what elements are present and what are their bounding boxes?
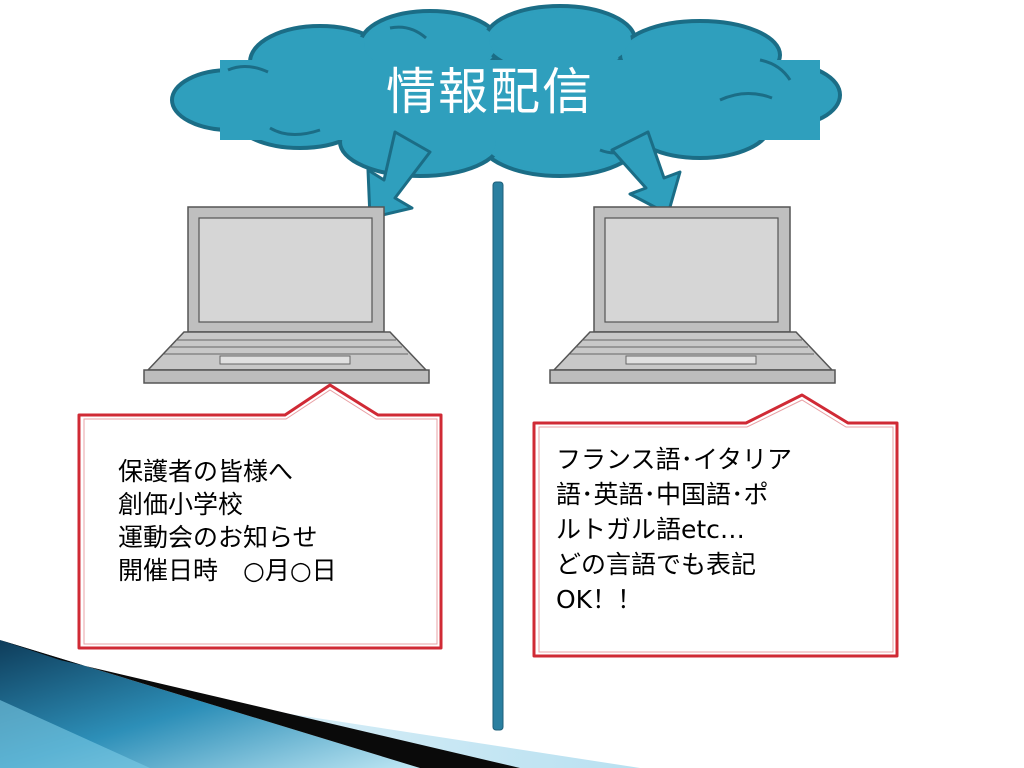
laptop-icon [143,206,430,384]
left-callout-line: 保護者の皆様へ [118,457,294,486]
cloud-icon [170,4,842,178]
left-callout-line: 運動会のお知らせ [118,523,318,552]
right-callout-line: ルトガル語etc… [556,515,745,544]
left-callout-box [77,383,443,650]
right-callout-line: OK！！ [556,585,643,614]
right-callout-text: フランス語･イタリア 語･英語･中国語･ポ ルトガル語etc… どの言語でも表記… [556,442,792,617]
right-callout-line: どの言語でも表記 [556,550,757,579]
laptop-icon [549,206,836,384]
corner-ribbon [0,640,640,768]
left-callout-text: 保護者の皆様へ 創価小学校 運動会のお知らせ 開催日時 ○月○日 [118,455,337,587]
title: 情報配信 [386,63,594,121]
center-divider [492,181,504,731]
right-callout-line: 語･英語･中国語･ポ [556,480,769,509]
left-callout-line: 創価小学校 [118,490,244,519]
right-callout-box [532,393,899,658]
left-callout-line: 開催日時 ○月○日 [118,556,337,585]
right-callout-line: フランス語･イタリア [556,445,793,474]
down-arrow-icon [366,130,682,220]
